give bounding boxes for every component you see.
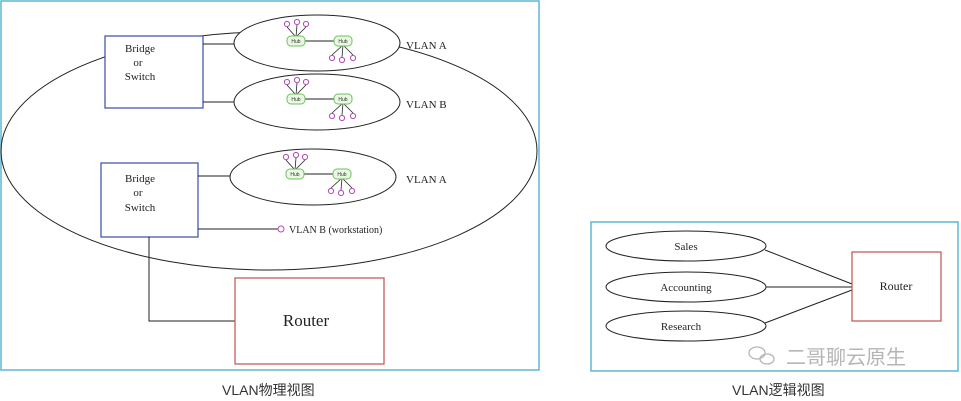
vlan3-left-drop-2	[294, 159, 306, 171]
vlan-ellipse-3	[229, 148, 397, 206]
vlan2-right-node-0	[328, 112, 336, 120]
vlan-label-3: VLAN A	[406, 174, 447, 186]
vlan1-right-hub	[333, 35, 353, 47]
hub-pair-vlan2: Hub Hub	[283, 76, 357, 122]
vlan2-left-drop-0	[286, 84, 297, 96]
switch-top-line-1: Bridge	[125, 43, 155, 55]
vlan1-left-drop-1	[295, 24, 298, 38]
vlan3-right-drop-0	[330, 177, 343, 189]
hub-pair-vlan3: Hub Hub	[282, 151, 356, 197]
vlan3-left-node-1	[292, 151, 300, 159]
vlan3-right-drop-1	[340, 177, 343, 191]
link-sales-router	[764, 249, 853, 285]
vlan1-left-node-0	[283, 20, 291, 28]
vlan1-right-node-0	[328, 54, 336, 62]
workstation-label: VLAN B (workstation)	[289, 225, 382, 236]
router-logical-box	[851, 251, 942, 322]
vlan-label-2: VLAN B	[406, 99, 447, 111]
physical-view-caption: VLAN物理视图	[222, 382, 315, 398]
switch-bottom-line-2: or	[133, 187, 143, 199]
vlan1-left-node-2	[302, 20, 310, 28]
group-label-research: Research	[661, 321, 702, 333]
switch-top-box	[104, 35, 204, 109]
vlan3-left-hub	[285, 168, 305, 180]
router-physical-label: Router	[283, 311, 330, 330]
group-label-sales: Sales	[674, 241, 697, 253]
vlan3-right-node-2	[348, 187, 356, 195]
vlan3-left-drop-1	[294, 157, 297, 171]
vlan1-left-drop-0	[286, 26, 297, 38]
switch-bottom-line-1: Bridge	[125, 173, 155, 185]
vlan2-right-drop-1	[341, 102, 344, 116]
vlan-ellipse-1	[233, 14, 401, 72]
vlan2-left-hub	[286, 93, 306, 105]
vlan2-left-drop-2	[295, 84, 307, 96]
logical-view-caption: VLAN逻辑视图	[732, 382, 825, 398]
vlan3-right-node-0	[327, 187, 335, 195]
vlan-ellipse-2	[233, 73, 401, 131]
physical-view-frame	[0, 0, 540, 371]
vlan2-left-drop-1	[295, 82, 298, 96]
network-boundary-ellipse	[0, 31, 538, 271]
wechat-logo-icon	[748, 346, 775, 365]
vlan1-right-drop-2	[342, 44, 354, 56]
vlan2-left-node-2	[302, 78, 310, 86]
vlan-label-1: VLAN A	[406, 40, 447, 52]
vlan2-left-hub-label: Hub	[291, 97, 300, 103]
vlan2-right-node-2	[349, 112, 357, 120]
workstation-node	[277, 225, 285, 233]
vlan3-right-node-1	[337, 189, 345, 197]
vlan2-right-hub	[333, 93, 353, 105]
vlan2-left-node-0	[283, 78, 291, 86]
vlan1-right-drop-1	[341, 44, 344, 58]
group-label-accounting: Accounting	[660, 282, 712, 294]
link-research-router	[764, 289, 853, 324]
vlan2-right-drop-2	[342, 102, 354, 114]
vlan1-right-node-1	[338, 56, 346, 64]
vlan3-right-hub	[332, 168, 352, 180]
vlan3-right-drop-2	[341, 177, 353, 189]
switch-top-line-2: or	[133, 57, 143, 69]
switch-bottom-box	[100, 162, 199, 238]
vlan2-left-node-1	[293, 76, 301, 84]
vlan1-left-hub-label: Hub	[291, 39, 300, 45]
watermark: 二哥聊云原生	[748, 345, 906, 369]
vlan1-left-node-1	[293, 18, 301, 26]
vlan1-right-hub-label: Hub	[338, 39, 347, 45]
vlan3-right-hub-label: Hub	[337, 172, 346, 178]
router-logical-label: Router	[880, 279, 913, 293]
vlan1-left-drop-2	[295, 26, 307, 38]
vlan3-left-hub-label: Hub	[290, 172, 299, 178]
vlan3-left-node-0	[282, 153, 290, 161]
group-ellipse-sales	[605, 230, 767, 262]
vlan2-right-hub-label: Hub	[338, 97, 347, 103]
switch-top-line-3: Switch	[125, 71, 156, 83]
vlan1-left-hub	[286, 35, 306, 47]
link-switch-router	[148, 237, 235, 322]
hub-pair-vlan1: Hub Hub	[283, 18, 357, 64]
router-physical-box	[234, 277, 385, 365]
vlan1-right-drop-0	[331, 44, 344, 56]
switch-bottom-line-3: Switch	[125, 202, 156, 214]
vlan2-right-drop-0	[331, 102, 344, 114]
vlan2-right-node-1	[338, 114, 346, 122]
vlan3-left-node-2	[301, 153, 309, 161]
logical-view-frame	[590, 221, 959, 372]
group-ellipse-research	[605, 310, 767, 342]
watermark-text: 二哥聊云原生	[786, 345, 906, 369]
vlan1-right-node-2	[349, 54, 357, 62]
vlan3-left-drop-0	[285, 159, 296, 171]
